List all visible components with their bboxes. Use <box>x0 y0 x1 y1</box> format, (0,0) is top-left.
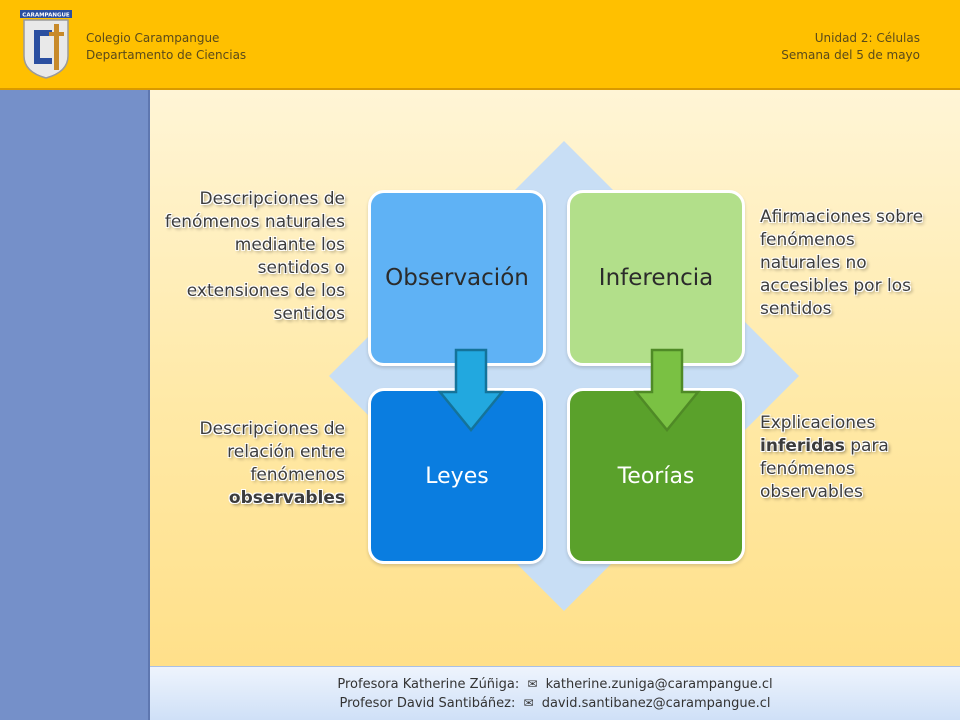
box-inferencia-label: Inferencia <box>598 265 714 291</box>
teacher-2-label: Profesor David Santibáñez: <box>339 696 516 711</box>
footer-line-1: Profesora Katherine Zúñiga: ✉ katherine.… <box>150 677 960 692</box>
box-observacion: Observación <box>368 190 546 366</box>
sidebar <box>0 90 150 720</box>
teacher-2-email[interactable]: david.santibanez@carampangue.cl <box>541 696 771 711</box>
mail-icon: ✉ <box>527 677 538 691</box>
description-teorias: Explicaciones inferidas para fenómenos o… <box>760 412 940 504</box>
unit-title: Unidad 2: Células <box>814 31 920 45</box>
box-teorias-label: Teorías <box>617 463 695 489</box>
arrow-down-green-icon <box>633 348 701 432</box>
school-logo: CARAMPANGUE <box>20 10 72 79</box>
description-teorias-suffix: para fenómenos observables <box>760 436 889 502</box>
description-teorias-bold: inferidas <box>760 436 845 456</box>
department-name: Departamento de Ciencias <box>86 48 247 62</box>
week-label: Semana del 5 de mayo <box>781 48 920 62</box>
description-leyes-bold: observables <box>228 488 345 508</box>
description-teorias-prefix: Explicaciones <box>760 413 876 433</box>
school-name: Colegio Carampangue <box>86 31 220 45</box>
box-inferencia: Inferencia <box>567 190 745 366</box>
header-unit-info: Unidad 2: Células Semana del 5 de mayo <box>781 30 920 64</box>
mail-icon: ✉ <box>523 696 534 710</box>
description-observacion: Descripciones de fenómenos naturales med… <box>164 189 345 324</box>
footer-contacts: Profesora Katherine Zúñiga: ✉ katherine.… <box>150 666 960 720</box>
teacher-1-email[interactable]: katherine.zuniga@carampangue.cl <box>545 677 773 692</box>
logo-text: CARAMPANGUE <box>22 13 70 19</box>
description-leyes-text: Descripciones de relación entre fenómeno… <box>199 419 345 485</box>
header-bar: CARAMPANGUE Colegio Carampangue Departam… <box>0 0 960 90</box>
box-leyes-label: Leyes <box>425 463 489 489</box>
description-inferencia: Afirmaciones sobre fenómenos naturales n… <box>760 207 924 319</box>
teacher-1-label: Profesora Katherine Zúñiga: <box>337 677 520 692</box>
header-school-info: Colegio Carampangue Departamento de Cien… <box>86 30 246 64</box>
description-leyes: Descripciones de relación entre fenómeno… <box>160 418 345 510</box>
footer-line-2: Profesor David Santibáñez: ✉ david.santi… <box>150 696 960 711</box>
arrow-down-blue-icon <box>437 348 505 432</box>
box-leyes: Leyes <box>368 388 546 564</box>
box-observacion-label: Observación <box>385 265 529 291</box>
